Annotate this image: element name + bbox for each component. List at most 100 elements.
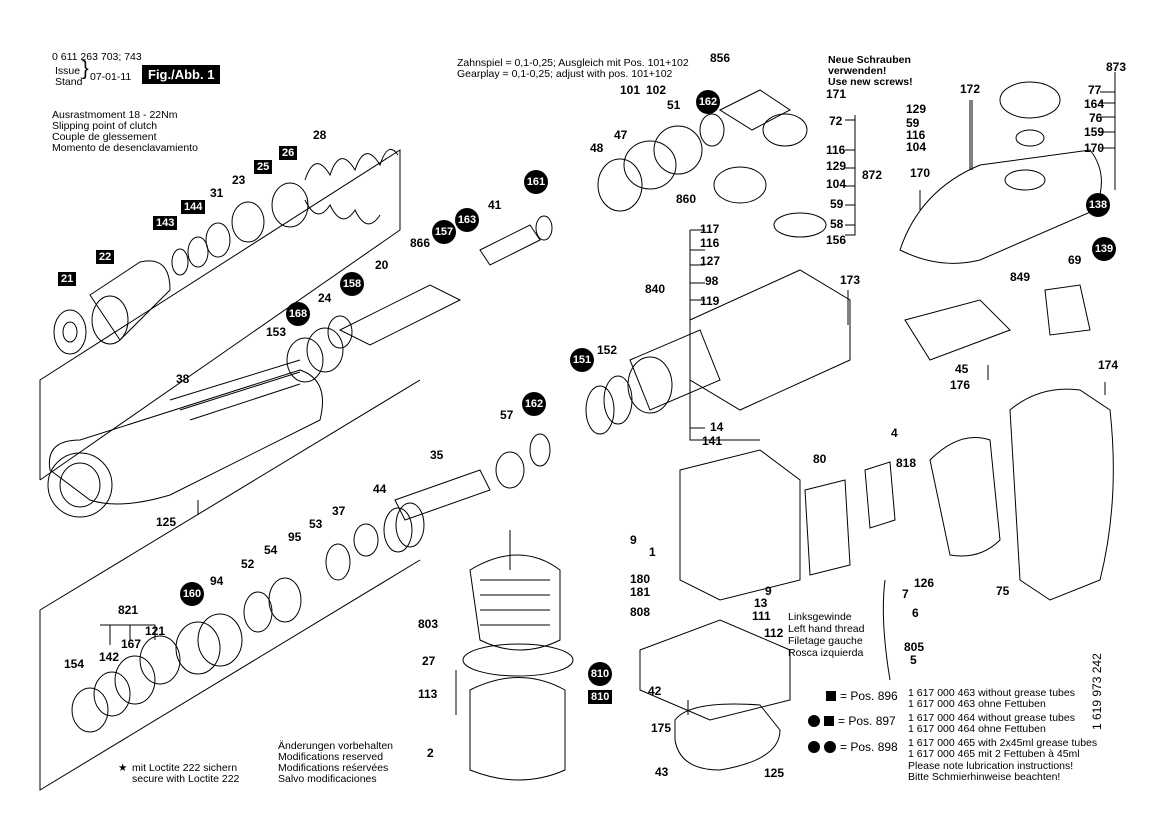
part-label: 180 — [630, 572, 651, 586]
part-label: 1 — [649, 545, 656, 559]
part-label: 873 — [1106, 60, 1127, 74]
part-label: 172 — [960, 82, 981, 96]
part-label: 872 — [862, 168, 883, 182]
part-label: 5 — [910, 653, 917, 667]
side-number: 1 619 973 242 — [1090, 653, 1104, 730]
part-label: 102 — [646, 83, 667, 97]
legend-897-line-1: 1 617 000 464 without grease tubes — [908, 712, 1075, 724]
part-label: 53 — [309, 517, 323, 531]
part-label: 13 — [754, 596, 768, 610]
legend-pos-898: = Pos. 898 — [840, 740, 898, 754]
part-label: 98 — [705, 274, 719, 288]
part-label: 41 — [488, 198, 502, 212]
part-label: 42 — [648, 684, 662, 698]
legend-row-896: = Pos. 896 — [826, 689, 898, 703]
part-label: 44 — [373, 482, 387, 496]
circle-icon — [824, 741, 836, 753]
issue-date: 07-01-11 — [90, 71, 132, 83]
square-icon — [826, 691, 836, 701]
legend-896-line-1: 1 617 000 463 without grease tubes — [908, 687, 1075, 699]
part-label: 43 — [655, 765, 669, 779]
part-label: 35 — [430, 448, 444, 462]
boxed-label: 810 — [588, 690, 613, 704]
part-label: 181 — [630, 585, 651, 599]
part-label: 125 — [764, 766, 785, 780]
legend-pos-896: = Pos. 896 — [840, 689, 898, 703]
part-label: 77 — [1088, 83, 1102, 97]
clutch-note-3: Couple de glessement — [52, 131, 157, 143]
legend-897-line-2: 1 617 000 464 ohne Fettuben — [908, 723, 1046, 735]
part-label: 866 — [410, 236, 431, 250]
part-label: 174 — [1098, 358, 1119, 372]
changes-note-1: Änderungen vorbehalten — [278, 740, 394, 752]
part-label: 31 — [210, 186, 224, 200]
part-label: 7 — [902, 587, 909, 601]
part-label: 142 — [99, 650, 120, 664]
changes-note-2: Modifications reserved — [278, 751, 384, 763]
legend-896-line-2: 1 617 000 463 ohne Fettuben — [908, 698, 1046, 710]
stand-label: Stand — [55, 76, 83, 88]
circled-label: 810 — [588, 662, 612, 686]
circled-label: 168 — [286, 302, 310, 326]
part-label: 54 — [264, 543, 278, 557]
part-label: 849 — [1010, 270, 1031, 284]
boxed-label: 144 — [181, 200, 206, 214]
brace-glyph: } — [82, 58, 89, 80]
part-label: 76 — [1089, 111, 1103, 125]
part-label: 126 — [914, 576, 935, 590]
left-hand-note-1: Linksgewinde — [788, 611, 852, 623]
part-label: 4 — [891, 426, 898, 440]
gearplay-note-1: Zahnspiel = 0,1-0,25; Ausgleich mit Pos.… — [457, 57, 689, 69]
clutch-note-1: Ausrastmoment 18 - 22Nm — [52, 109, 178, 121]
part-label: 104 — [906, 140, 927, 154]
part-label: 47 — [614, 128, 628, 142]
screws-note-1: Neue Schrauben — [828, 54, 911, 66]
part-label: 69 — [1068, 253, 1082, 267]
part-label: 9 — [630, 533, 637, 547]
circled-label: 162 — [696, 90, 720, 114]
part-label: 101 — [620, 83, 641, 97]
part-label: 164 — [1084, 97, 1105, 111]
circled-label: 160 — [180, 582, 204, 606]
part-label: 803 — [418, 617, 439, 631]
boxed-label: 143 — [153, 216, 178, 230]
part-label: 152 — [597, 343, 618, 357]
circle-icon — [808, 741, 820, 753]
part-label: 20 — [375, 258, 389, 272]
circled-label: 161 — [524, 170, 548, 194]
circled-label: 151 — [570, 348, 594, 372]
part-label: 127 — [700, 254, 721, 268]
clutch-note-2: Slipping point of clutch — [52, 120, 158, 132]
changes-note-4: Salvo modificaciones — [278, 773, 377, 785]
part-label: 48 — [590, 141, 604, 155]
part-label: 808 — [630, 605, 651, 619]
issue-label: Issue — [55, 65, 81, 77]
part-label: 111 — [752, 609, 771, 623]
legend-row-898: = Pos. 898 — [808, 740, 898, 754]
screws-note-3: Use new screws! — [828, 76, 913, 88]
lubrication-note-2: Bitte Schmierhinweise beachten! — [908, 771, 1061, 783]
part-label: 104 — [826, 177, 847, 191]
part-label: 75 — [996, 584, 1010, 598]
part-label: 24 — [318, 291, 332, 305]
legend-pos-897: = Pos. 897 — [838, 714, 896, 728]
left-hand-note-2: Left hand thread — [788, 623, 865, 635]
part-label: 116 — [700, 236, 720, 250]
part-label: 58 — [830, 217, 844, 231]
clutch-note-4: Momento de desenclavamiento — [52, 142, 198, 154]
circled-label: 157 — [432, 220, 456, 244]
part-label: 38 — [176, 372, 190, 386]
part-label: 170 — [1084, 141, 1105, 155]
part-label: 125 — [156, 515, 177, 529]
part-label: 116 — [826, 143, 846, 157]
part-label: 175 — [651, 721, 672, 735]
boxed-label: 22 — [96, 250, 115, 264]
part-label: 821 — [118, 603, 139, 617]
part-label: 23 — [232, 173, 246, 187]
legend-row-897: = Pos. 897 — [808, 714, 896, 728]
part-label: 59 — [830, 197, 844, 211]
part-label: 57 — [500, 408, 514, 422]
boxed-label: 21 — [58, 272, 77, 286]
part-label: 95 — [288, 530, 302, 544]
gearplay-note-2: Gearplay = 0,1-0,25; adjust with pos. 10… — [457, 68, 673, 80]
